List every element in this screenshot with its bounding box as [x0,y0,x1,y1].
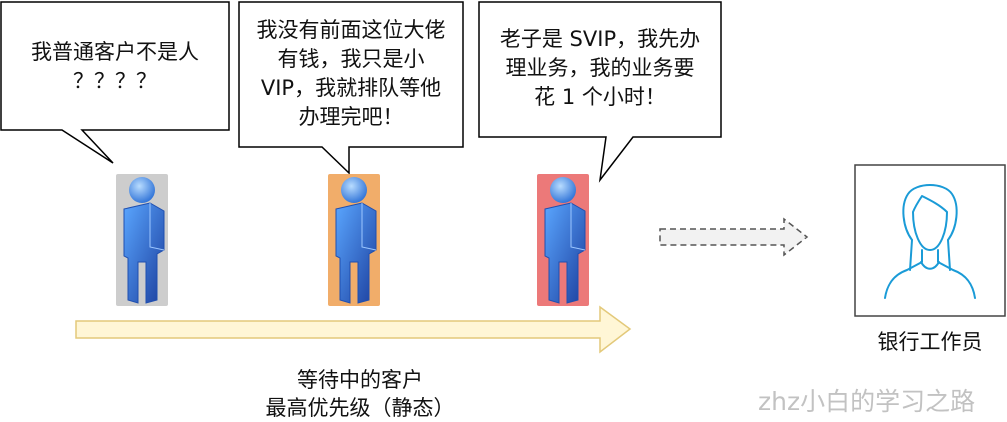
speech-bubble-3 [478,1,722,183]
queue-label-line2: 最高优先级（静态） [265,396,455,420]
watermark: zhz小白的学习之路 [758,387,976,416]
customer-1 [116,174,168,306]
queue-label-line1: 等待中的客户 [297,368,423,392]
teller-label: 银行工作员 [877,330,983,354]
person-icon [335,177,377,304]
person-icon [544,177,586,304]
bank-teller-icon [884,184,976,299]
bubble-2-text: 我没有前面这位大佬 有钱，我只是小 VIP，我就排队等他 办理完吧！ [256,18,446,129]
speech-bubble-2 [238,1,464,175]
bubble-1-text: 我普通客户不是人 ？？？？ [31,40,199,93]
customer-2 [328,174,380,306]
teller-frame [854,164,1006,317]
dashed-arrow [659,217,809,257]
person-icon [123,177,165,304]
queue-arrow [75,305,632,354]
speech-bubble-1 [0,1,230,164]
customer-3 [537,174,589,306]
queue-label: 等待中的客户 最高优先级（静态） [230,366,490,422]
bubble-3-text: 老子是 SVIP，我先办 理业务，我的业务要 花 1 个小时！ [499,27,701,109]
